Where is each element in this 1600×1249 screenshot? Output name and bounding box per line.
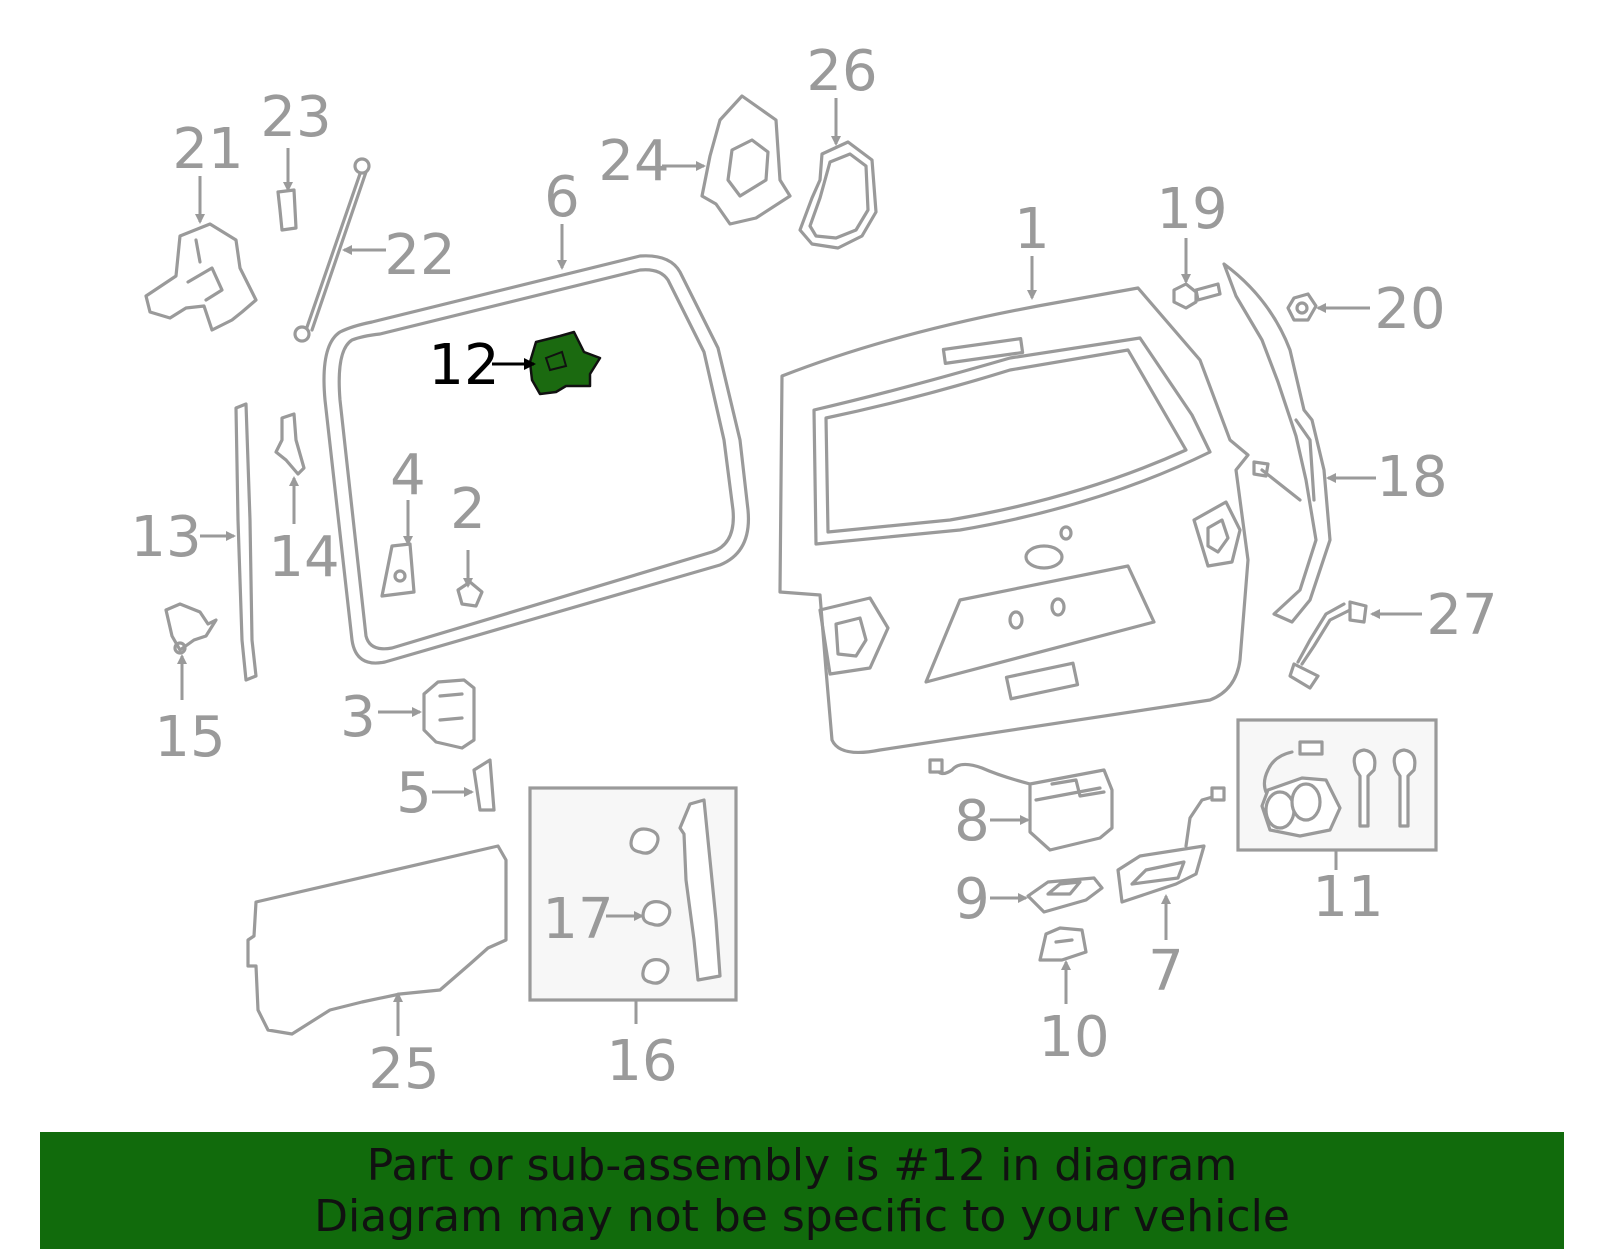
part-22-strut [293, 157, 371, 343]
callout-23: 23 [260, 85, 331, 150]
part-8 [928, 758, 1114, 852]
callout-1: 1 [1014, 197, 1050, 262]
callout-9: 9 [954, 867, 990, 932]
part-15 [164, 602, 218, 655]
callout-labels: 1 2 3 4 5 6 7 8 9 10 11 12 13 14 15 16 1… [130, 39, 1497, 1102]
part-13-strut [234, 402, 258, 682]
callout-20: 20 [1374, 277, 1445, 342]
part-21 [144, 222, 258, 332]
callout-26: 26 [806, 39, 877, 104]
part-26 [798, 140, 878, 250]
callout-25: 25 [368, 1037, 439, 1102]
banner-line-2: Diagram may not be specific to your vehi… [314, 1191, 1290, 1242]
part-27 [1288, 600, 1368, 690]
callout-18: 18 [1376, 445, 1447, 510]
callout-17: 17 [542, 887, 613, 952]
part-5 [472, 758, 496, 812]
part-16-kit-box [528, 786, 738, 1002]
part-18-garnish [1222, 262, 1332, 624]
part-10 [1038, 926, 1088, 962]
callout-7: 7 [1148, 939, 1184, 1004]
callout-13: 13 [130, 505, 201, 570]
callout-27: 27 [1426, 583, 1497, 648]
callout-3: 3 [340, 685, 376, 750]
callout-8: 8 [954, 789, 990, 854]
callout-14: 14 [268, 525, 339, 590]
callout-5: 5 [396, 761, 432, 826]
callout-arrows [177, 98, 1422, 1036]
part-6-weatherstrip [322, 254, 751, 665]
part-7-handle [1116, 786, 1226, 904]
part-19-bolt [1172, 282, 1222, 310]
info-banner: Part or sub-assembly is #12 in diagram D… [40, 1132, 1564, 1249]
part-4 [380, 542, 416, 598]
callout-21: 21 [172, 117, 243, 182]
callout-11: 11 [1312, 865, 1383, 930]
callout-6: 6 [544, 165, 580, 230]
part-11-lock-cylinder-kit [1236, 718, 1438, 852]
callout-12: 12 [428, 333, 499, 398]
callout-15: 15 [154, 705, 225, 770]
part-24 [700, 94, 792, 226]
callout-24: 24 [598, 129, 669, 194]
callout-22: 22 [384, 223, 455, 288]
callout-19: 19 [1156, 177, 1227, 242]
part-9 [1026, 876, 1104, 914]
part-14 [274, 412, 306, 476]
callout-4: 4 [390, 443, 426, 508]
part-2 [456, 580, 484, 608]
part-1-liftgate [778, 286, 1250, 754]
callout-16: 16 [606, 1029, 677, 1094]
callout-2: 2 [450, 477, 486, 542]
part-12-highlighted [528, 330, 602, 396]
part-3 [422, 678, 476, 750]
part-20-nut [1286, 292, 1318, 322]
part-25-trim-panel [246, 844, 508, 1036]
part-23 [276, 188, 298, 232]
callout-10: 10 [1038, 1005, 1109, 1070]
banner-line-1: Part or sub-assembly is #12 in diagram [366, 1140, 1238, 1191]
